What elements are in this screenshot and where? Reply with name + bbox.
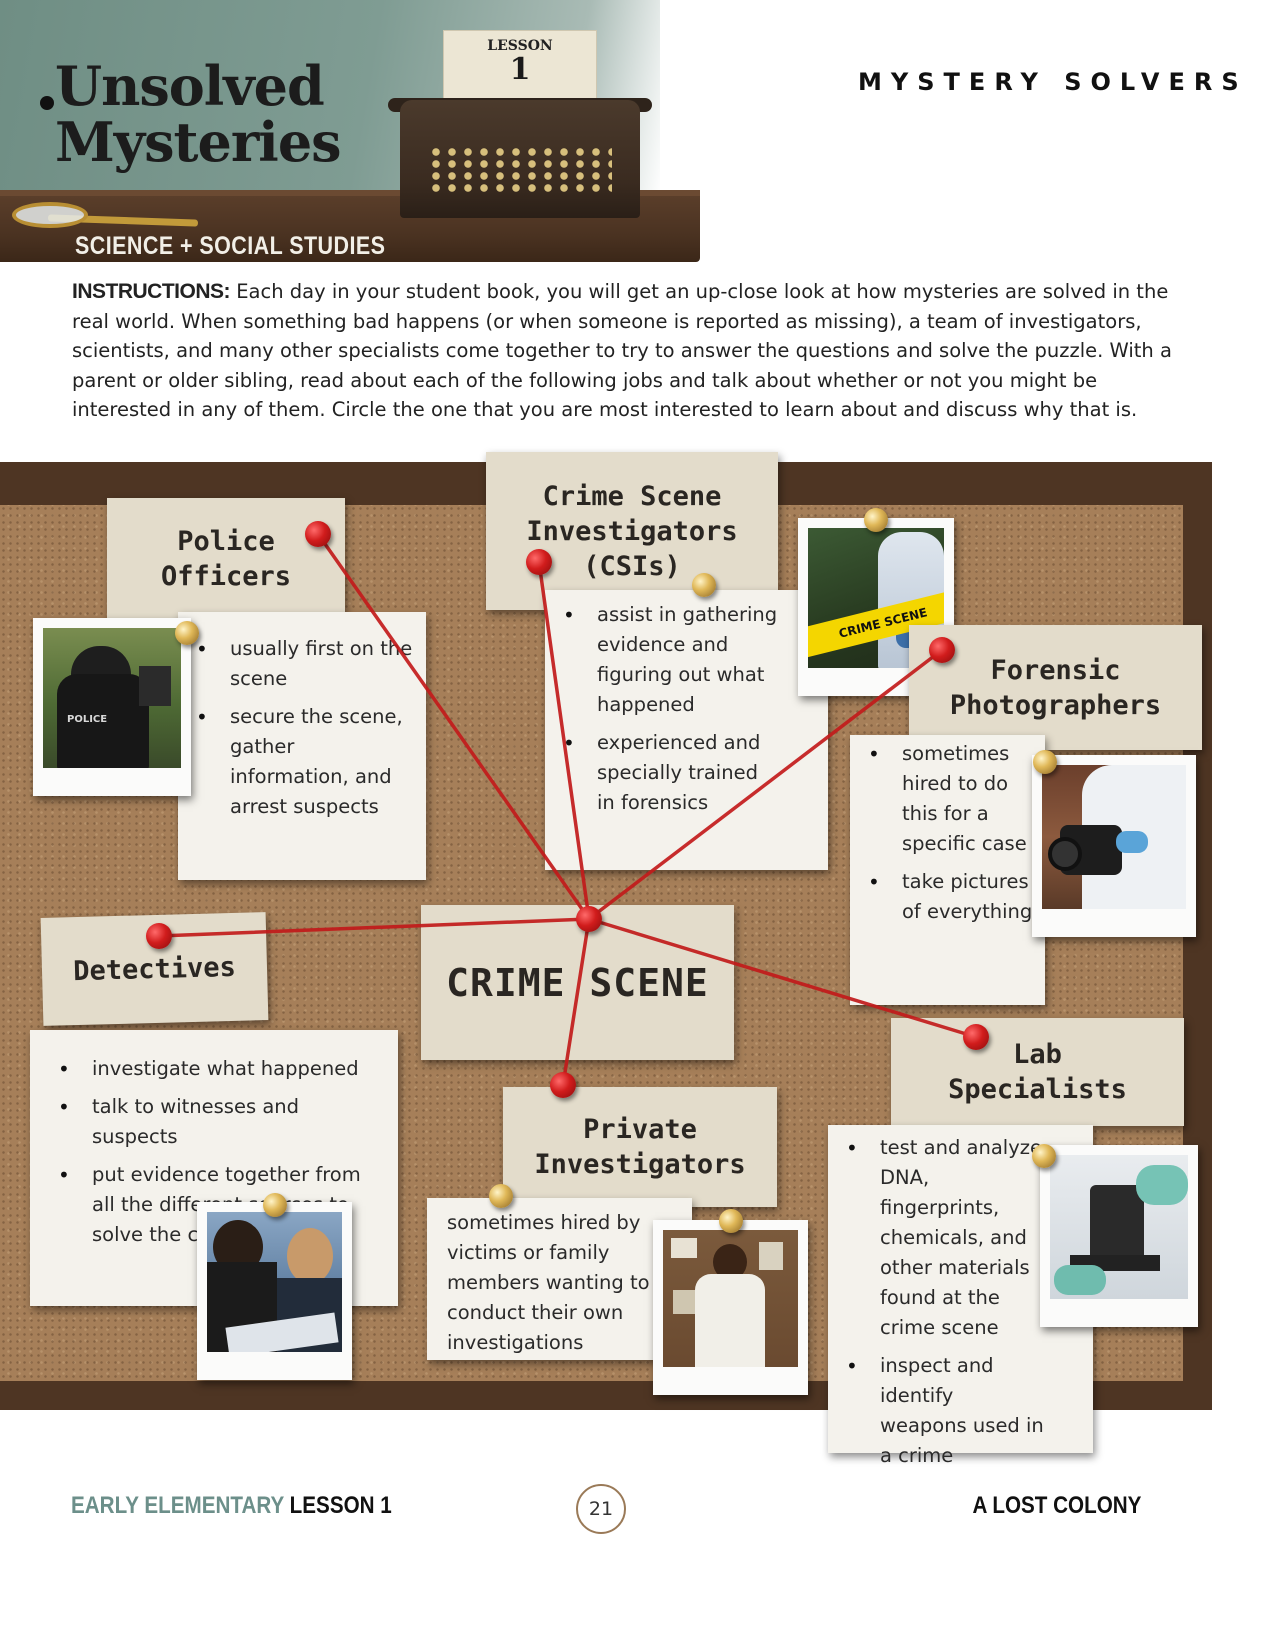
csi-title-line-3: (CSIs): [583, 550, 681, 582]
brand-title: MYSTERY SOLVERS: [858, 68, 1248, 96]
detectives-photo: [197, 1202, 352, 1380]
police-officers-tag: Police Officers: [107, 498, 345, 620]
ink-splatter: [40, 96, 54, 110]
forensic-photographers-tag: Forensic Photographers: [909, 625, 1202, 750]
police-item: secure the scene, gather information, an…: [178, 702, 416, 822]
lab-specialists-tag: Lab Specialists: [891, 1018, 1184, 1126]
lesson-number: 1: [509, 52, 531, 87]
forensic-title-line-2: Photographers: [949, 689, 1162, 721]
police-item: usually first on the scene: [178, 634, 416, 694]
private-investigator-photo: [653, 1220, 808, 1395]
private-title-line-2: Investigators: [534, 1149, 746, 1180]
gold-pin: [692, 573, 716, 597]
footer-level: EARLY ELEMENTARY LESSON 1: [71, 1492, 392, 1520]
police-title-line-1: Police: [177, 526, 275, 557]
police-officer-photo: POLICE: [33, 618, 191, 796]
gold-pin: [263, 1193, 287, 1217]
gold-pin: [1033, 750, 1057, 774]
lab-title-line-1: Lab: [1013, 1039, 1062, 1070]
crime-scene-center-tag: CRIME SCENE: [421, 905, 734, 1060]
forensic-photographer-photo: [1032, 755, 1196, 937]
red-pin-private: [550, 1072, 576, 1098]
csi-item: experienced and specially trained in for…: [545, 728, 780, 818]
detectives-item: investigate what happened: [40, 1054, 386, 1084]
forensic-title-line-1: Forensic: [990, 654, 1121, 686]
title-line-2: Mysteries: [55, 110, 342, 174]
detectives-item: talk to witnesses and suspects: [40, 1092, 386, 1152]
red-pin-police: [305, 521, 331, 547]
csi-title-line-2: Investigators: [526, 515, 738, 547]
police-badge-text: POLICE: [67, 714, 108, 725]
instructions-text: Each day in your student book, you will …: [72, 280, 1172, 422]
detectives-item: put evidence together from all the diffe…: [40, 1160, 386, 1250]
lesson-title: Unsolved Mysteries: [55, 54, 342, 174]
lab-item: inspect and identify weapons used in a c…: [828, 1351, 1045, 1471]
gold-pin: [489, 1184, 513, 1208]
csi-title-line-1: Crime Scene: [542, 480, 722, 512]
red-pin-detectives: [146, 923, 172, 949]
instructions-label: INSTRUCTIONS:: [72, 280, 231, 303]
csi-tag: Crime Scene Investigators (CSIs): [486, 452, 778, 610]
gold-pin: [864, 508, 888, 532]
private-investigators-tag: Private Investigators: [503, 1087, 777, 1207]
page-number: 21: [576, 1484, 626, 1534]
private-text: sometimes hired by victims or family mem…: [447, 1211, 650, 1354]
forensic-photographers-card: sometimes hired to do this for a specifi…: [850, 735, 1045, 1005]
red-pin-csi: [526, 549, 552, 575]
red-pin-lab: [963, 1024, 989, 1050]
footer-lesson: LESSON 1: [283, 1492, 392, 1519]
lab-title-line-2: Specialists: [948, 1074, 1127, 1105]
gold-pin: [1032, 1144, 1056, 1168]
lab-specialist-photo: [1040, 1145, 1198, 1327]
csi-item: assist in gathering evidence and figurin…: [545, 600, 780, 720]
forensic-item: take pictures of everything: [850, 867, 1041, 927]
gold-pin: [175, 621, 199, 645]
police-officers-card: usually first on the scene secure the sc…: [178, 612, 426, 880]
magnifier-icon: [12, 202, 88, 228]
csi-card: assist in gathering evidence and figurin…: [545, 590, 828, 870]
forensic-item: sometimes hired to do this for a specifi…: [850, 739, 1041, 859]
crime-scene-title: CRIME SCENE: [446, 960, 709, 1005]
instructions-paragraph: INSTRUCTIONS: Each day in your student b…: [72, 277, 1192, 425]
red-pin-center: [576, 906, 602, 932]
police-title-line-2: Officers: [160, 561, 292, 592]
private-investigators-card: sometimes hired by victims or family mem…: [427, 1198, 692, 1360]
lesson-label: LESSON: [487, 38, 553, 54]
private-title-line-1: Private: [583, 1114, 697, 1145]
title-line-1: Unsolved: [55, 54, 325, 118]
typewriter-keys: [428, 146, 612, 194]
footer-unit: A LOST COLONY: [972, 1492, 1141, 1519]
subject-label: SCIENCE + SOCIAL STUDIES: [75, 232, 386, 260]
lab-item: test and analyze DNA, fingerprints, chem…: [828, 1133, 1045, 1343]
gold-pin: [719, 1209, 743, 1233]
footer-level-name: EARLY ELEMENTARY: [71, 1492, 284, 1519]
detectives-title: Detectives: [72, 951, 237, 987]
red-pin-forensic: [929, 637, 955, 663]
